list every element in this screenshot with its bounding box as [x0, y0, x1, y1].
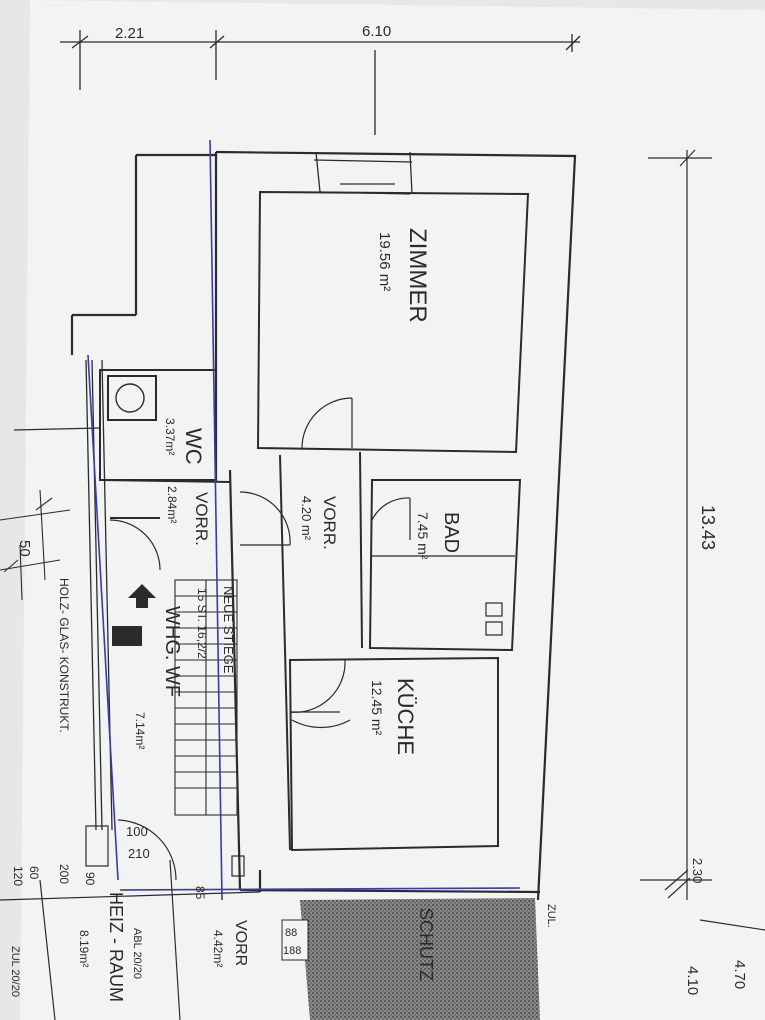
- num-120: 120: [11, 866, 25, 886]
- room-heizraum-name: HEIZ - RAUM: [106, 892, 126, 1002]
- pen-lines: [87, 139, 521, 901]
- num-200: 200: [57, 864, 71, 884]
- room-zimmer-area: 19.56 m²: [376, 232, 393, 291]
- top-dimension: [60, 30, 581, 135]
- num-90: 90: [83, 872, 97, 886]
- corridor-walls: [279, 451, 363, 851]
- dim-right-total: 13.43: [698, 505, 718, 550]
- door-88: 88: [285, 927, 297, 939]
- staircase: [174, 579, 238, 816]
- room-bad-area: 7.45 m²: [415, 512, 431, 560]
- room-vorr-bottom-area: 4.42m²: [211, 930, 225, 967]
- dim-top-right: 6.10: [362, 23, 391, 40]
- dim-top-left: 2.21: [115, 25, 144, 42]
- room-wc-name: WC: [181, 428, 206, 465]
- dark-block-icon: [112, 626, 142, 646]
- wc-door-arc: [109, 519, 161, 571]
- dim-left-small: 50: [16, 540, 33, 557]
- bad-fixtures: [370, 497, 515, 636]
- door-188: 188: [283, 945, 301, 957]
- toilet-fixture: [115, 383, 145, 413]
- schutz-hatched-area: [300, 898, 540, 1020]
- arrow-up-icon: [128, 584, 156, 608]
- room-bad-name: BAD: [440, 512, 462, 553]
- kueche-doors: [289, 659, 351, 729]
- room-vorr-main-area: 4.20 m²: [299, 496, 314, 541]
- room-vorr-small-area: 2.84m²: [165, 486, 179, 523]
- room-zimmer-name: ZIMMER: [404, 228, 431, 323]
- room-kueche-name: KÜCHE: [393, 678, 418, 755]
- corridor-doors: [239, 397, 353, 546]
- dim-bottom-right-b: 4.10: [684, 966, 701, 995]
- room-whg-name: WHG. WF: [161, 606, 183, 697]
- door-210: 210: [128, 846, 150, 861]
- room-schutz-name: SCHUTZ: [416, 908, 436, 981]
- room-kueche: [288, 656, 499, 852]
- abl-label: ABL 20/20: [131, 928, 143, 979]
- room-bad: [368, 479, 522, 652]
- room-zimmer: [256, 190, 530, 454]
- stairs-steps: 15 ST. 16,2/2: [195, 588, 209, 659]
- num-60: 60: [27, 866, 41, 880]
- door-100: 100: [126, 824, 148, 839]
- dim-bottom-right-a: 4.70: [731, 960, 748, 989]
- room-vorr-main-name: VORR.: [320, 496, 339, 550]
- room-heizraum-area: 8.19m²: [77, 930, 91, 967]
- construction-note: HOLZ- GLAS- KONSTRUKT.: [57, 578, 71, 733]
- room-whg-area: 7.14m²: [133, 712, 147, 749]
- zul-label-b: ZUL 20/20: [9, 946, 21, 997]
- num-85: 85: [193, 886, 207, 900]
- bottom-details: [0, 819, 261, 1020]
- room-vorr-bottom-name: VORR: [232, 920, 249, 966]
- room-wc-area: 3.37m²: [163, 418, 177, 455]
- room-kueche-area: 12.45 m²: [369, 680, 385, 736]
- right-dimension: [640, 149, 765, 931]
- door-88-box: [281, 919, 309, 961]
- wc-walls: [99, 369, 231, 519]
- zul-label-a: ZUL.: [545, 904, 557, 928]
- room-vorr-small-name: VORR.: [192, 492, 211, 546]
- dim-right-small: 2.30: [690, 858, 705, 883]
- stairs-note: NEUE STIEGE: [221, 586, 236, 674]
- left-dimension: [0, 489, 71, 601]
